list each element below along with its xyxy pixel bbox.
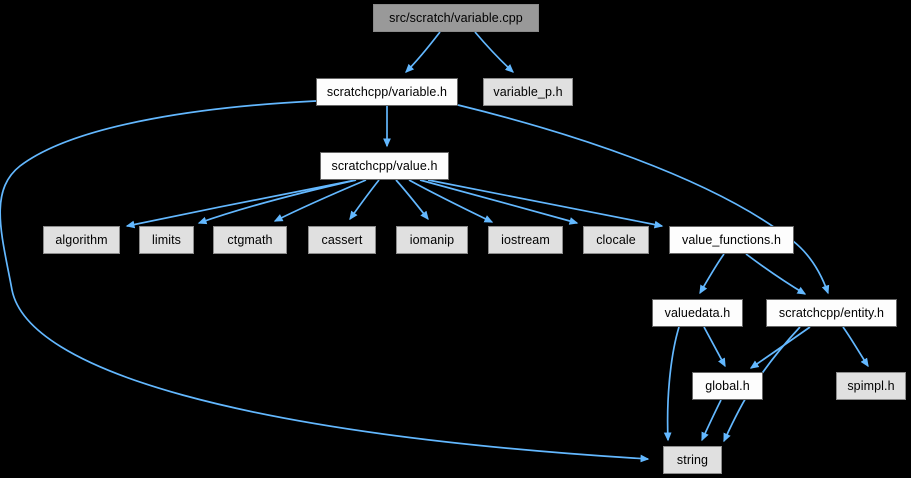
- graph-node-label: ctgmath: [227, 232, 273, 247]
- graph-node-valuedata[interactable]: valuedata.h: [652, 299, 743, 327]
- graph-node-label: iostream: [501, 232, 550, 247]
- graph-node-label: spimpl.h: [847, 378, 895, 393]
- graph-node-spimpl[interactable]: spimpl.h: [836, 372, 906, 400]
- edge-scratchcpp_value-to-value_functions: [427, 179, 664, 229]
- graph-node-variable_cpp[interactable]: src/scratch/variable.cpp: [373, 4, 539, 32]
- graph-node-variable_p[interactable]: variable_p.h: [483, 78, 573, 106]
- graph-node-scratchcpp_entity[interactable]: scratchcpp/entity.h: [766, 299, 897, 327]
- graph-node-label: value_functions.h: [682, 232, 781, 247]
- graph-node-scratchcpp_variable[interactable]: scratchcpp/variable.h: [316, 78, 458, 106]
- graph-node-value_functions[interactable]: value_functions.h: [669, 226, 794, 254]
- edge-scratchcpp_entity-to-global: [749, 326, 811, 369]
- edge-scratchcpp_variable-to-scratchcpp_entity: [457, 104, 830, 295]
- graph-node-label: scratchcpp/entity.h: [778, 305, 885, 320]
- graph-node-string[interactable]: string: [663, 446, 722, 474]
- edge-variable_cpp-to-scratchcpp_variable: [405, 31, 441, 73]
- edge-scratchcpp_value-to-iostream: [408, 179, 494, 223]
- edge-valuedata-to-global: [703, 326, 726, 368]
- graph-node-label: cassert: [321, 232, 363, 247]
- graph-node-iomanip[interactable]: iomanip: [396, 226, 468, 254]
- graph-node-ctgmath[interactable]: ctgmath: [213, 226, 287, 254]
- edge-scratchcpp_value-to-limits: [197, 179, 357, 225]
- edge-value_functions-to-valuedata: [699, 253, 725, 295]
- graph-node-label: scratchcpp/value.h: [331, 158, 438, 173]
- graph-node-label: limits: [151, 232, 182, 247]
- edge-value_functions-to-scratchcpp_entity: [745, 253, 807, 295]
- edge-global-to-string: [701, 399, 722, 442]
- graph-node-clocale[interactable]: clocale: [583, 226, 649, 254]
- edge-scratchcpp_value-to-algorithm: [125, 179, 357, 229]
- graph-node-limits[interactable]: limits: [139, 226, 194, 254]
- edge-scratchcpp_entity-to-spimpl: [842, 326, 869, 368]
- graph-node-label: variable_p.h: [493, 84, 563, 99]
- graph-node-label: global.h: [705, 378, 750, 393]
- graph-node-label: valuedata.h: [664, 305, 731, 320]
- graph-node-label: scratchcpp/variable.h: [326, 84, 448, 99]
- edge-scratchcpp_value-to-iomanip: [395, 179, 429, 221]
- edge-scratchcpp_value-to-cassert: [349, 179, 380, 221]
- graph-node-label: clocale: [596, 232, 636, 247]
- graph-node-cassert[interactable]: cassert: [308, 226, 376, 254]
- graph-node-global[interactable]: global.h: [692, 372, 763, 400]
- graph-node-algorithm[interactable]: algorithm: [43, 226, 120, 254]
- graph-node-label: src/scratch/variable.cpp: [389, 10, 523, 25]
- edge-scratchcpp_value-to-clocale: [419, 179, 579, 225]
- edge-variable_cpp-to-variable_p: [474, 31, 514, 73]
- graph-node-scratchcpp_value[interactable]: scratchcpp/value.h: [320, 152, 449, 180]
- graph-node-label: algorithm: [55, 232, 108, 247]
- edge-scratchcpp_value-to-ctgmath: [273, 179, 367, 222]
- graph-node-label: string: [676, 452, 709, 467]
- graph-node-iostream[interactable]: iostream: [488, 226, 563, 254]
- graph-node-label: iomanip: [409, 232, 455, 247]
- edge-valuedata-to-string: [663, 326, 680, 442]
